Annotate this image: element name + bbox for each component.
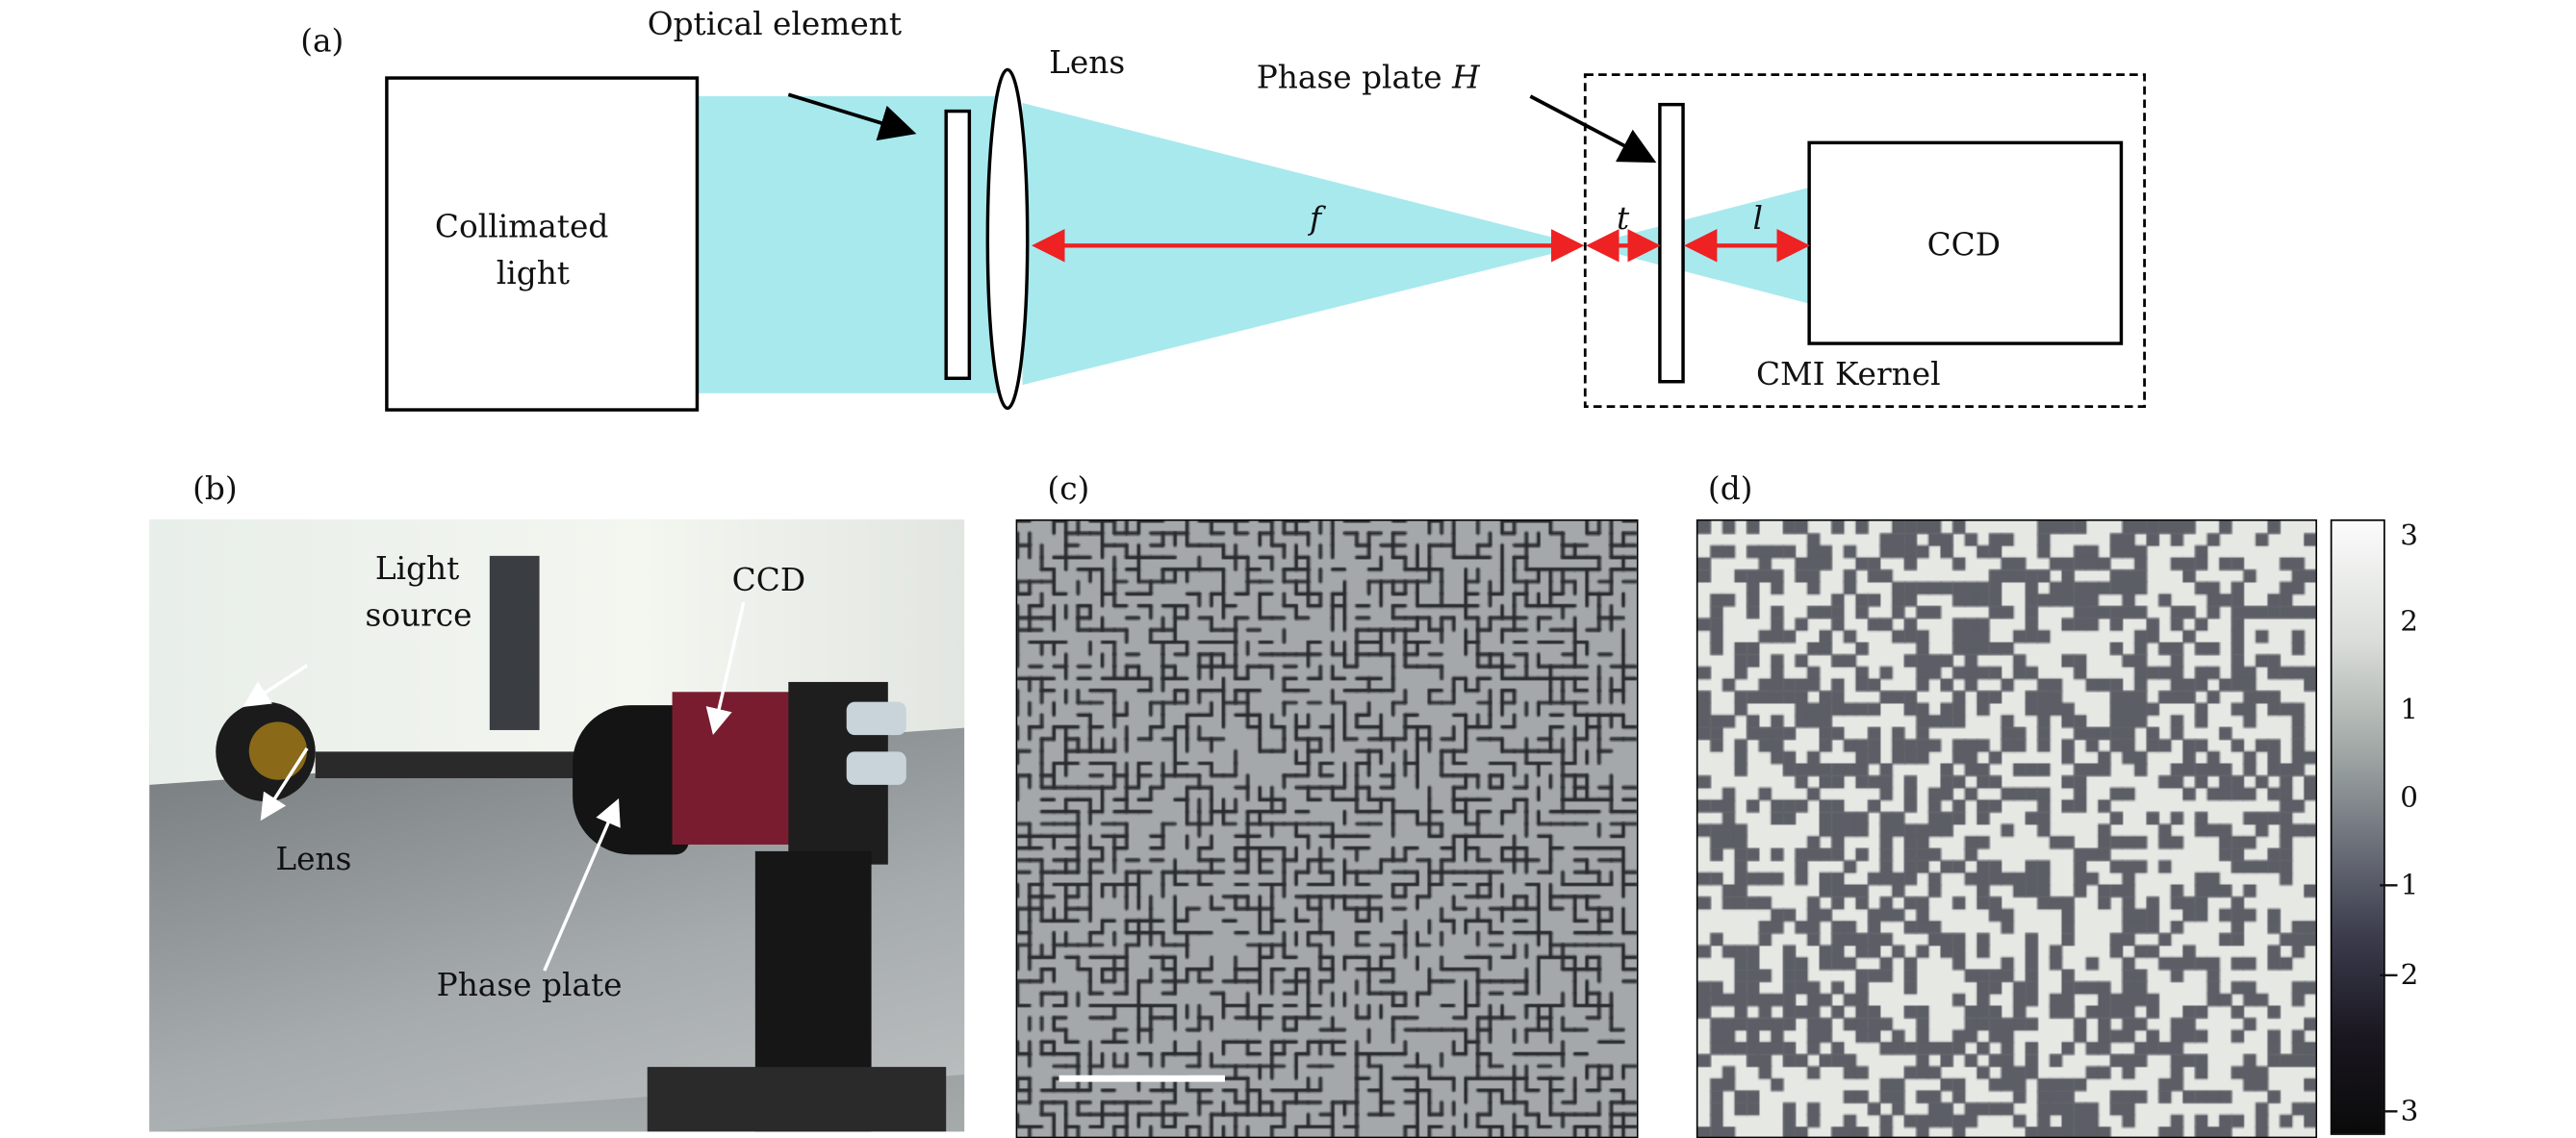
optical-element-plate <box>944 109 972 381</box>
phase-plate-label: Phase plate H <box>1257 60 1480 96</box>
cmi-kernel-box <box>1583 73 2146 408</box>
colorbar <box>2330 518 2385 1135</box>
colorbar-tick: 0 <box>2400 781 2418 815</box>
intensity-pattern-image <box>1015 518 1639 1138</box>
l-label: l <box>1752 200 1763 238</box>
photo-lens-label: Lens <box>275 841 352 878</box>
collimated-label-1: Collimated <box>434 209 609 246</box>
lens-shape <box>985 67 1030 411</box>
optical-element-pointer <box>787 92 917 141</box>
f-label: f <box>1309 200 1322 238</box>
phase-plate-symbol: H <box>1452 60 1480 97</box>
t-label: t <box>1617 200 1630 238</box>
colorbar-tick: −1 <box>2377 869 2419 903</box>
panel-c-label: (c) <box>1047 470 1090 508</box>
panel-a-label: (a) <box>300 23 344 61</box>
panel-b-label: (b) <box>192 470 238 508</box>
ccd-label: CCD <box>1926 227 2002 265</box>
optical-element-label: Optical element <box>647 6 903 43</box>
colorbar-tick: 1 <box>2400 694 2418 727</box>
photo-annotation-arrows <box>242 601 746 972</box>
ccd-box <box>1807 140 2124 345</box>
colorbar-tick: −2 <box>2377 958 2419 993</box>
lens-label: Lens <box>1049 44 1126 82</box>
light-source-label-1: Light <box>374 550 460 588</box>
photo-ccd-label: CCD <box>731 562 806 599</box>
phase-plate-text: Phase plate <box>1256 60 1442 97</box>
phase-plate-pointer <box>1529 94 1657 164</box>
phase-plate-shape <box>1658 102 1685 384</box>
photo-phase-plate-label: Phase plate <box>436 967 623 1004</box>
colorbar-tick: 3 <box>2400 518 2418 553</box>
cmi-kernel-label: CMI Kernel <box>1755 356 1941 393</box>
experiment-photo <box>149 518 965 1132</box>
colorbar-tick: 2 <box>2400 605 2418 640</box>
panel-d-label: (d) <box>1707 470 1753 508</box>
collimated-light-box <box>385 76 700 412</box>
phase-map-image <box>1696 518 2317 1138</box>
optical-setup-diagram <box>385 67 2146 412</box>
scale-bar <box>1058 1075 1225 1082</box>
collimated-label-2: light <box>496 255 570 292</box>
light-source-label-2: source <box>365 596 472 634</box>
colorbar-tick: −3 <box>2377 1095 2419 1128</box>
